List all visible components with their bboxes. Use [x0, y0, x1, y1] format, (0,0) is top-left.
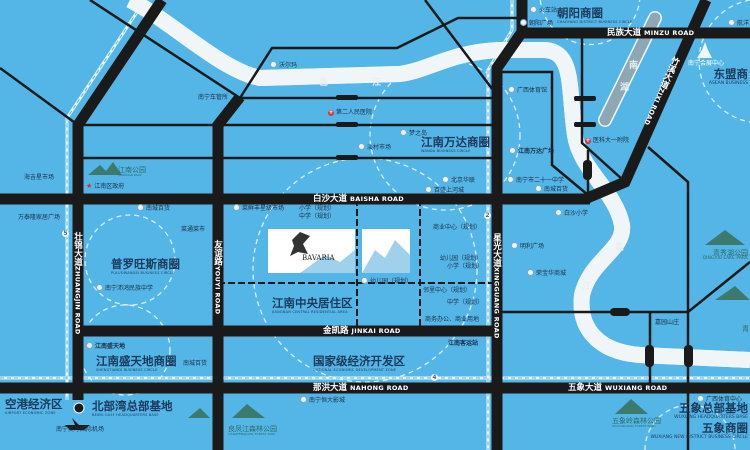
airport-pin-icon: [73, 402, 85, 414]
poi[interactable]: 朝阳广场: [520, 19, 553, 27]
poi[interactable]: 商业中心（规划）: [433, 224, 482, 231]
poi[interactable]: 小学（规划）: [299, 205, 336, 212]
poi[interactable]: 南宁沛鸿民族中学: [96, 284, 153, 292]
poi[interactable]: 广西体育中心: [697, 395, 742, 403]
planned-roads: [218, 199, 497, 332]
poi[interactable]: 明利广场: [511, 242, 544, 250]
poi-hospital[interactable]: 第二人民医院: [328, 110, 372, 116]
poi[interactable]: 淡村市场: [358, 143, 391, 151]
xingguang-road: [491, 0, 528, 450]
park-mountain-icons: [88, 162, 750, 418]
poi[interactable]: 北京华联: [442, 176, 475, 184]
poi[interactable]: 南城百货: [535, 185, 568, 193]
poi[interactable]: 幼儿园（规划）: [361, 277, 412, 285]
poi-government[interactable]: 江南区政府: [86, 183, 124, 190]
river-label: 江: [582, 282, 592, 292]
metro-line-4-badge: 4: [431, 374, 438, 381]
river-label: 邕: [319, 78, 329, 88]
river-label: 邕: [615, 243, 625, 253]
poi[interactable]: 广西体育馆: [508, 86, 547, 94]
metro-line-2-badge: 2: [484, 212, 491, 219]
poi[interactable]: 南城百货: [137, 204, 170, 212]
road-label-xingguang: 星光大道XINGGUANG ROAD: [491, 233, 502, 339]
poi[interactable]: 江南客运站: [448, 340, 479, 347]
bridge-markers: [336, 95, 693, 367]
road-label-youyi: 友谊路YOUYI ROAD: [212, 240, 223, 314]
poi[interactable]: 商务办公、商业用地: [425, 316, 480, 323]
poi[interactable]: 航洋: [728, 19, 749, 27]
lake-label: 南: [629, 61, 639, 71]
youyi-road: [212, 93, 245, 450]
metro-line-5-badge: 5: [62, 230, 69, 237]
poi[interactable]: 白沙小学: [555, 209, 588, 217]
poi-airport[interactable]: 南宁吴圩国际机场: [56, 426, 105, 433]
poi[interactable]: 中学（规划）: [299, 213, 336, 220]
poi[interactable]: 南宁恒大影城: [300, 396, 345, 404]
poi[interactable]: 梦之岛: [400, 129, 427, 137]
poi[interactable]: 菜通菜市: [181, 226, 206, 233]
zhuangjin-road: [72, 0, 167, 400]
poi[interactable]: 海吉星市场: [24, 174, 55, 181]
poi[interactable]: 嘉园山庄: [655, 319, 680, 326]
poi[interactable]: 南宁车管所: [198, 94, 229, 101]
exhibition-center-icon: [697, 42, 712, 58]
poi[interactable]: 中学（规划）: [447, 299, 484, 306]
park-label: 青: [742, 325, 749, 333]
poi[interactable]: 沃尔玛: [270, 61, 297, 69]
project-site[interactable]: [268, 229, 410, 273]
poi[interactable]: 南宁会展中心: [688, 60, 725, 67]
poi-hospital[interactable]: 医科大一附院: [585, 138, 629, 144]
poi[interactable]: 万泰隆家居广场: [18, 214, 61, 221]
zixi-road: [582, 0, 712, 205]
poi[interactable]: 江南万达广场: [509, 147, 554, 155]
lake-label: 湖: [620, 83, 630, 93]
airport-plane-icon: [65, 418, 90, 430]
road-label-zhuangjin: 壮锦大道ZHUANGJIN ROAD: [72, 232, 83, 335]
river-label: 江: [372, 78, 382, 88]
project-logo-text: BAVARIA: [302, 254, 335, 262]
poi[interactable]: 百盛上河城: [425, 186, 464, 194]
poi[interactable]: 荣宝华商城: [527, 269, 566, 277]
poi[interactable]: 南城百货: [183, 360, 208, 367]
poi[interactable]: 小学（规划）: [447, 263, 484, 270]
poi[interactable]: 邻里中心（规划）: [423, 287, 472, 294]
poi-railway-station[interactable]: 火车站: [530, 6, 557, 14]
poi[interactable]: 幼儿园（规划）: [440, 255, 483, 262]
poi[interactable]: 菜鲜丰星级市场: [233, 204, 284, 212]
poi[interactable]: 南宁市二十一中学: [507, 176, 564, 184]
poi[interactable]: 江南盛天地: [86, 342, 125, 350]
eagle-logo-icon: [290, 232, 310, 256]
